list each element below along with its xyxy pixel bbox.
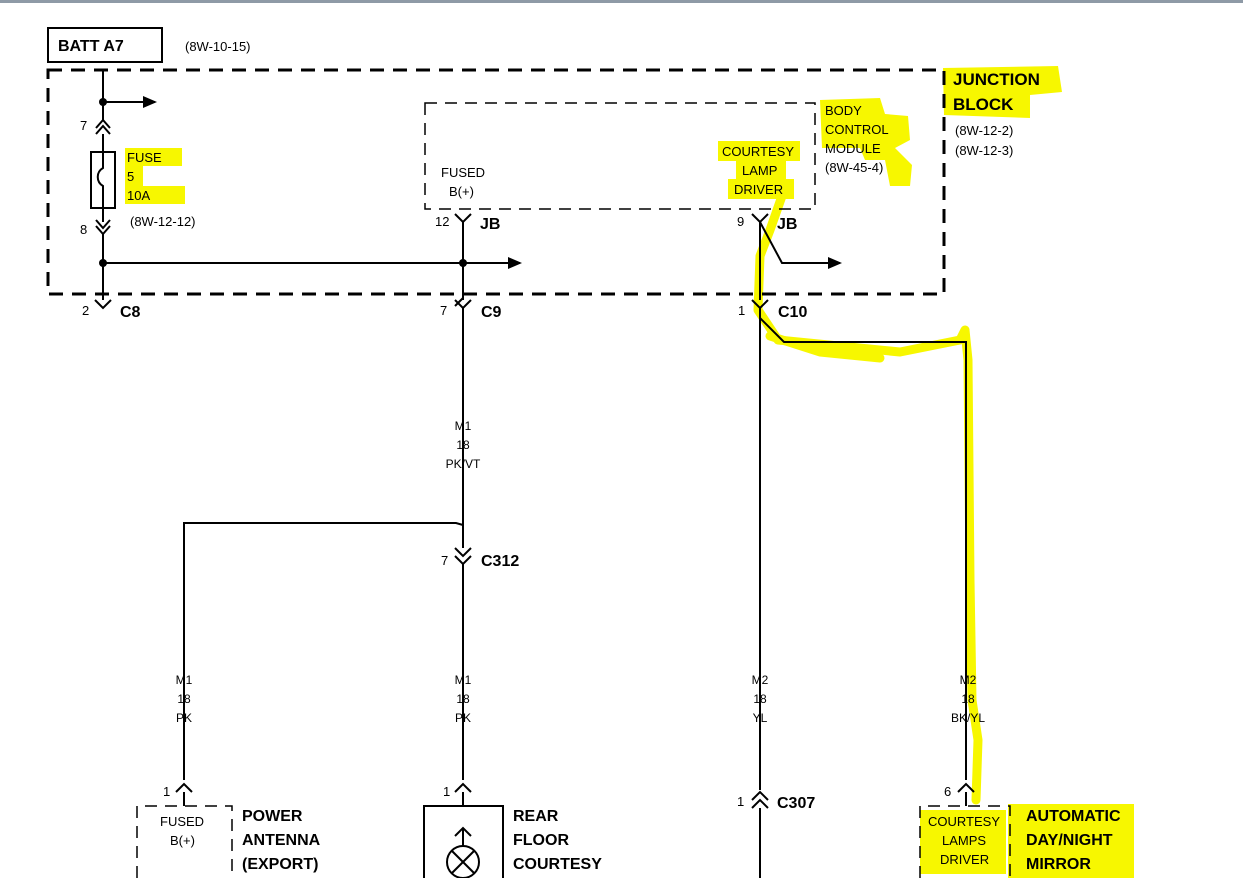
junction-block-title-1: JUNCTION — [953, 70, 1040, 89]
mirror-driver-1: COURTESY — [928, 814, 1000, 829]
c307-symbol — [751, 790, 769, 801]
junction-block-outline — [46, 68, 946, 296]
m2-yl-circuit: M2 — [752, 673, 769, 687]
m1-main-circuit: M1 — [455, 419, 472, 433]
fuse-pin-top: 7 — [80, 118, 87, 133]
fuse-line-1: FUSE — [127, 150, 162, 165]
antenna-outline — [136, 805, 233, 878]
courtesy-driver-pin: 9 — [737, 214, 744, 229]
mirror-pin: 6 — [944, 784, 951, 799]
bcm-line-2: CONTROL — [825, 122, 889, 137]
c10-name: C10 — [778, 304, 807, 321]
rear-floor-title-3: COURTESY — [513, 856, 602, 873]
m1-main-gauge: 18 — [456, 438, 470, 452]
courtesy-driver-line-3: DRIVER — [734, 182, 783, 197]
highlight-marks — [125, 66, 1134, 878]
m1-antenna-circuit: M1 — [176, 673, 193, 687]
antenna-fused-2: B(+) — [170, 833, 195, 848]
courtesy-driver-line-1: COURTESY — [722, 144, 794, 159]
rear-lamp-pin: 1 — [443, 784, 450, 799]
batt-box — [47, 27, 163, 63]
fuse-line-2: 5 — [127, 169, 134, 184]
jb-pin-12-symbol — [454, 213, 472, 224]
m1-rear-gauge: 18 — [456, 692, 470, 706]
fuse-line-3: 10A — [127, 188, 150, 203]
junction-block-ref-2: (8W-12-3) — [955, 143, 1013, 158]
courtesy-driver-conn: JB — [777, 216, 797, 233]
mirror-driver-2: LAMPS — [942, 833, 986, 848]
c9-pin: 7 — [440, 303, 447, 318]
m2-bkyl-color: BK/YL — [951, 711, 985, 725]
c307-pin: 1 — [737, 794, 744, 809]
m1-rear-circuit: M1 — [455, 673, 472, 687]
fuse-pin-bottom: 8 — [80, 222, 87, 237]
m1-main-color: PK/VT — [446, 457, 481, 471]
mirror-title-1: AUTOMATIC — [1026, 808, 1121, 825]
antenna-pin: 1 — [163, 784, 170, 799]
c8-name: C8 — [120, 304, 141, 321]
antenna-title-1: POWER — [242, 808, 303, 825]
top-border — [0, 0, 1243, 3]
m2-bkyl-gauge: 18 — [961, 692, 975, 706]
mirror-pin-symbol — [957, 782, 975, 793]
m1-antenna-gauge: 18 — [177, 692, 191, 706]
bcm-ref: (8W-45-4) — [825, 160, 883, 175]
c8-pin: 2 — [82, 303, 89, 318]
m2-bkyl-circuit: M2 — [960, 673, 977, 687]
c10-pin: 1 — [738, 303, 745, 318]
jb-pin-9-symbol — [751, 213, 769, 224]
m1-antenna-wire — [183, 522, 464, 780]
mirror-driver-3: DRIVER — [940, 852, 989, 867]
fuse-branch — [90, 70, 157, 310]
mirror-title-2: DAY/NIGHT — [1026, 832, 1113, 849]
c9-name: C9 — [481, 304, 502, 321]
rear-lamp-outline — [423, 805, 504, 878]
antenna-title-3: (EXPORT) — [242, 856, 318, 873]
fused-bplus-pin: 12 — [435, 214, 449, 229]
courtesy-driver-line-2: LAMP — [742, 163, 777, 178]
junction-block-title-2: BLOCK — [953, 95, 1014, 114]
lamp-bulb-icon — [446, 845, 480, 878]
bcm-line-3: MODULE — [825, 141, 881, 156]
courtesy-branch-arrow — [759, 221, 842, 269]
m1-antenna-color: PK — [176, 711, 192, 725]
antenna-title-2: ANTENNA — [242, 832, 321, 849]
junction-block-ref-1: (8W-12-2) — [955, 123, 1013, 138]
c312-pin: 7 — [441, 553, 448, 568]
mirror-title-3: MIRROR — [1026, 856, 1091, 873]
c307-name: C307 — [777, 795, 815, 812]
batt-label: BATT A7 — [58, 38, 124, 55]
fuse-ref: (8W-12-12) — [130, 214, 196, 229]
m1-rear-color: PK — [455, 711, 471, 725]
c312-name: C312 — [481, 553, 519, 570]
rear-floor-title-2: FLOOR — [513, 832, 569, 849]
m2-yl-gauge: 18 — [753, 692, 767, 706]
fused-bplus-conn: JB — [480, 216, 500, 233]
antenna-pin-symbol — [175, 782, 193, 793]
rear-lamp-pin-symbol — [454, 782, 472, 793]
fused-bplus-line-2: B(+) — [449, 184, 474, 199]
antenna-fused-1: FUSED — [160, 814, 204, 829]
batt-ref: (8W-10-15) — [185, 39, 251, 54]
m2-bkyl-wire — [759, 317, 967, 780]
fused-bplus-line-1: FUSED — [441, 165, 485, 180]
bcm-outline — [424, 102, 816, 210]
rear-floor-title-1: REAR — [513, 808, 559, 825]
bcm-line-1: BODY — [825, 103, 862, 118]
m2-yl-color: YL — [753, 711, 768, 725]
c312-symbol — [454, 547, 472, 558]
